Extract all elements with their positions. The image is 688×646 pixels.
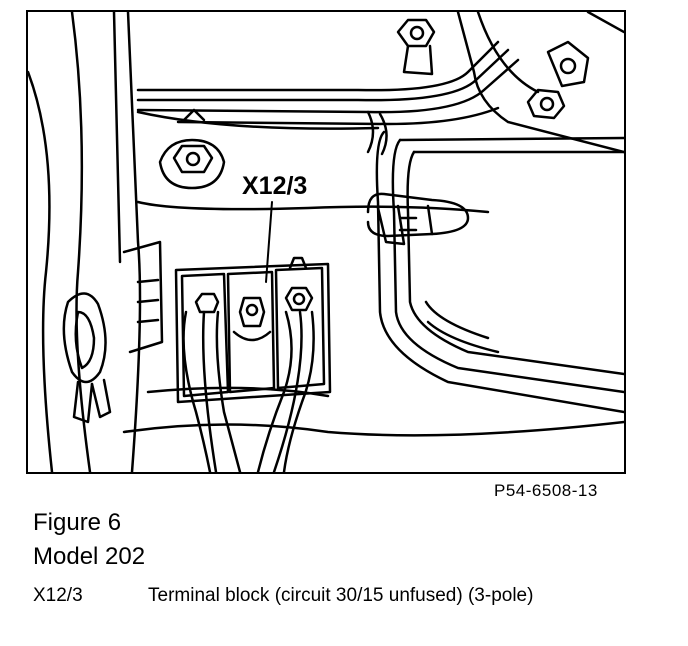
figure-caption: Figure 6 — [33, 509, 122, 536]
left-fender-lines — [28, 12, 164, 472]
hose-clamp — [366, 192, 470, 246]
brake-lines — [136, 40, 520, 156]
terminal-cables — [182, 310, 315, 472]
battery-box — [375, 130, 624, 414]
callout-label: X12/3 — [242, 172, 307, 200]
mounting-bolt — [158, 108, 226, 190]
terminal-block — [174, 256, 332, 404]
legend-description: Terminal block (circuit 30/15 unfused) (… — [148, 585, 534, 606]
callout-leader — [265, 201, 273, 283]
legend-key: X12/3 — [33, 585, 83, 606]
model-label: Model 202 — [33, 543, 146, 570]
engine-bay-illustration: X12/3 — [26, 10, 626, 474]
upper-bolts — [396, 12, 624, 154]
left-clamp — [62, 292, 112, 424]
image-code: P54-6508-13 — [494, 481, 598, 500]
